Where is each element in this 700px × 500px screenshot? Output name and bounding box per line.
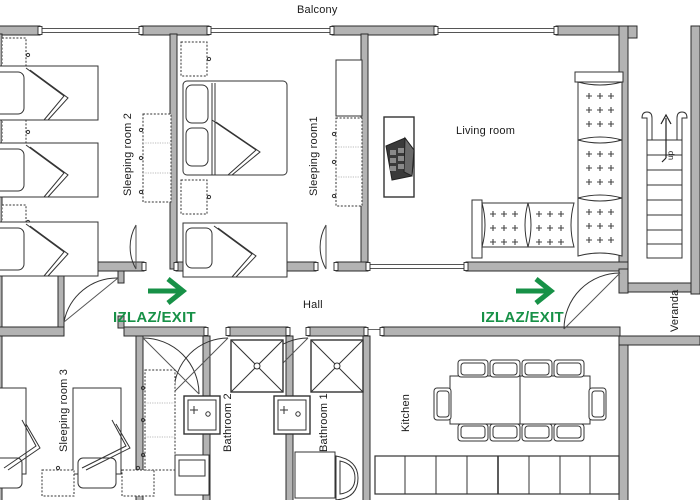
room-label-kitchen: Kitchen <box>400 393 412 432</box>
bathroom-2-fixtures <box>174 339 284 496</box>
sleeping-room-1-furniture <box>180 41 363 278</box>
sleeping-room-3-furniture <box>0 369 176 497</box>
exit-sign-left-label: IZLAZ/EXIT <box>113 309 196 326</box>
exit-arrow-left <box>148 277 188 305</box>
exit-arrows <box>148 277 556 305</box>
kitchen-furniture <box>374 359 620 495</box>
room-label-balcony: Balcony <box>297 4 338 16</box>
tv-icon <box>385 136 415 181</box>
exit-sign-right-label: IZLAZ/EXIT <box>481 309 564 326</box>
bathroom-1-fixtures <box>273 339 364 500</box>
room-label-hall: Hall <box>303 299 323 311</box>
room-label-sleeping-room-2: Sleeping room 2 <box>122 112 134 196</box>
room-label-bathroom-2: Bathroom 2 <box>222 393 234 452</box>
living-room-furniture <box>383 71 624 259</box>
room-label-sleeping-room-1: Sleeping room1 <box>308 116 320 196</box>
exit-arrow-right <box>516 277 556 305</box>
room-label-bathroom-1: Bathroom 1 <box>318 393 330 452</box>
staircase <box>641 111 688 259</box>
sleeping-room-2-furniture <box>0 37 172 277</box>
room-label-veranda: Veranda <box>669 289 681 332</box>
room-label-sleeping-room-3: Sleeping room 3 <box>58 368 70 452</box>
stair-direction-label: up <box>666 150 675 160</box>
room-label-living-room: Living room <box>456 125 516 137</box>
